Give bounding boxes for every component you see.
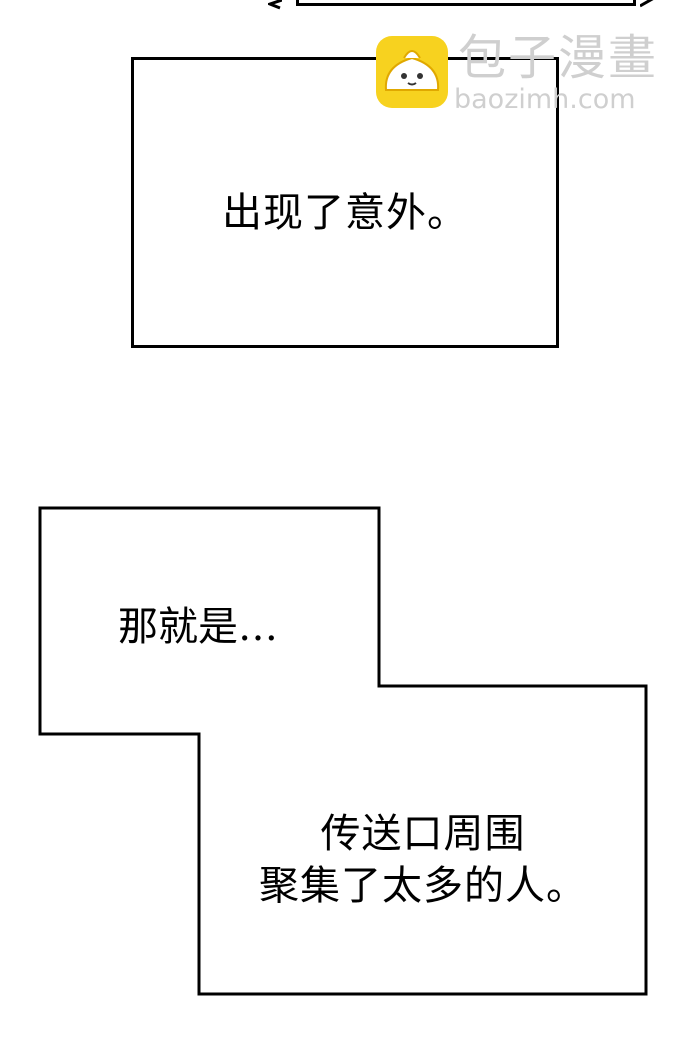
watermark-logo	[376, 36, 448, 108]
caption-text-3-line-2: 聚集了太多的人。	[259, 863, 587, 909]
watermark-url: baozimh.com	[454, 84, 636, 115]
caption-text-3-line-1: 传送口周围	[320, 811, 526, 857]
steamed-bun-icon	[384, 50, 440, 91]
caption-box-1	[131, 57, 559, 348]
partial-speech-box	[296, 0, 636, 6]
watermark-title: 包子漫畫	[458, 30, 659, 86]
caption-text-1: 出现了意外。	[222, 190, 468, 236]
caption-text-2: 那就是…	[118, 604, 278, 650]
burst-edge-left	[268, 0, 282, 10]
caption-text-3: 传送口周围 聚集了太多的人。	[200, 808, 646, 912]
burst-edge-right	[640, 0, 654, 8]
